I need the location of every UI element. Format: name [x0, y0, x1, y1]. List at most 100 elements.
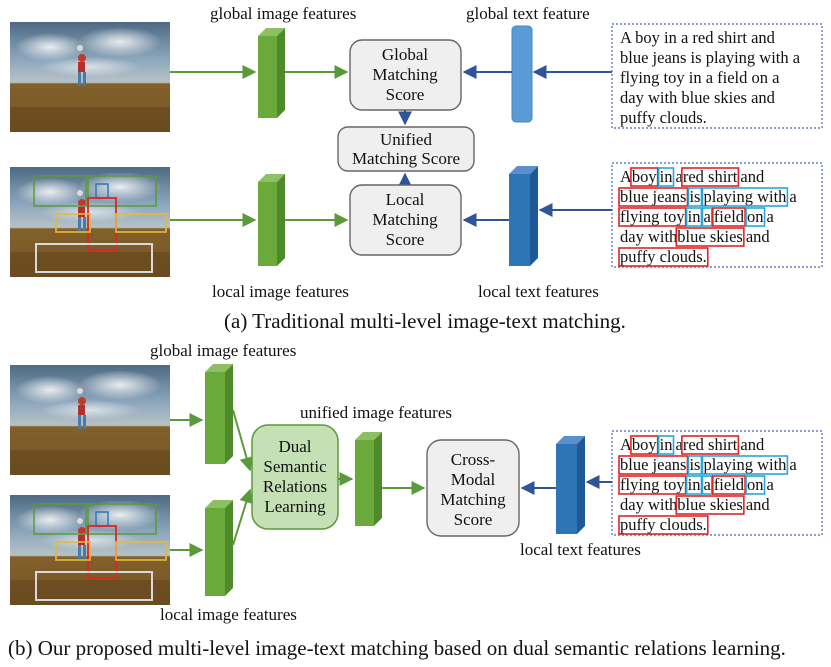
global-photo-a [10, 22, 170, 132]
caption-b-segment: and [740, 435, 765, 454]
cross-score-line-3: Matching [440, 490, 506, 509]
relation-highlight-box [745, 475, 766, 495]
entity-highlight-box [711, 207, 746, 227]
caption-a-segment: in [688, 207, 701, 226]
caption-a: (a) Traditional multi-level image-text m… [224, 309, 626, 333]
relation-highlight-box [701, 207, 713, 227]
caption-a-segment: is [689, 187, 700, 206]
relation-highlight-box [685, 207, 703, 227]
label-local-text-features-b: local text features [520, 540, 641, 559]
caption-a-segment: a [676, 167, 684, 186]
entity-highlight-box [675, 227, 745, 247]
global-matching-score-box: Global Matching Score [349, 39, 462, 111]
entity-highlight-box [711, 475, 746, 495]
label-global-image-features-a: global image features [210, 4, 356, 23]
cross-score-line-2: Modal [451, 470, 496, 489]
caption-b-segment: puffy clouds. [620, 515, 707, 534]
local-text-feature-block-b [556, 436, 585, 534]
dsrl-line-1: Dual [278, 437, 311, 456]
caption-a-segment: blue skies [677, 227, 743, 246]
label-local-image-features-b: local image features [160, 605, 297, 624]
caption-b-segment: a [676, 435, 684, 454]
caption-a-segment: and [740, 167, 765, 186]
global-photo-b [10, 365, 170, 475]
caption-b-segment: playing with [703, 455, 787, 474]
caption-b: (b) Our proposed multi-level image-text … [8, 636, 786, 660]
caption-a-segment: puffy clouds. [620, 247, 707, 266]
entity-highlight-box [618, 515, 709, 535]
label-local-text-features-a: local text features [478, 282, 599, 301]
relation-highlight-box [701, 187, 789, 207]
unified-image-feature-block [355, 432, 382, 526]
global-caption-line-2: blue jeans is playing with a [620, 48, 801, 67]
caption-b-segment: a [789, 455, 797, 474]
local-matching-score-box: Local Matching Score [349, 184, 462, 256]
dsrl-line-3: Relations [263, 477, 327, 496]
caption-a-segment: boy [632, 167, 658, 186]
caption-a-segment: flying toy [620, 207, 685, 226]
local-image-feature-block-a [258, 174, 285, 266]
dual-semantic-relations-learning-box: Dual Semantic Relations Learning [251, 424, 339, 530]
unified-matching-score-box: Unified Matching Score [337, 126, 475, 172]
label-global-text-feature: global text feature [466, 4, 590, 23]
local-image-feature-block-b [205, 500, 233, 596]
caption-b-segment: A [620, 435, 632, 454]
global-caption-line-5: puffy clouds. [620, 108, 707, 127]
caption-a-segment: a [703, 207, 711, 226]
global-score-line-1: Global [382, 45, 429, 64]
caption-a-segment: blue jeans [620, 187, 686, 206]
label-unified-image-features: unified image features [300, 403, 452, 422]
caption-b-segment: in [688, 475, 701, 494]
caption-b-segment: boy [632, 435, 658, 454]
relation-highlight-box [701, 475, 713, 495]
local-score-line-2: Matching [372, 210, 438, 229]
section-a: global image features global text featur… [10, 4, 823, 333]
local-text-feature-block-a [509, 166, 538, 266]
caption-a-segment: A [620, 167, 632, 186]
caption-b-segment: blue skies [677, 495, 743, 514]
entity-highlight-box [675, 495, 745, 515]
arrow-global-to-dsrl [232, 409, 254, 472]
unified-score-line-2: Matching Score [352, 149, 460, 168]
cross-score-line-4: Score [454, 510, 493, 529]
caption-a-segment: day with [620, 227, 678, 246]
caption-b-segment: flying toy [620, 475, 685, 494]
local-region-boxes-b [33, 503, 167, 601]
caption-a-segment: red shirt [683, 167, 738, 186]
label-global-image-features-b: global image features [150, 341, 296, 360]
caption-a-segment: playing with [703, 187, 787, 206]
global-caption-line-3: flying toy in a field on a [620, 68, 780, 87]
global-score-line-2: Matching [372, 65, 438, 84]
local-score-line-1: Local [386, 190, 425, 209]
global-caption-line-4: day with blue skies and [620, 88, 776, 107]
entity-highlight-box [618, 475, 687, 495]
arrow-local-to-dsrl [232, 488, 253, 546]
caption-a-segment: on [747, 207, 764, 226]
dsrl-line-2: Semantic [263, 457, 327, 476]
local-region-boxes-a [33, 175, 167, 273]
dsrl-line-4: Learning [264, 497, 326, 516]
relation-highlight-box [687, 455, 703, 475]
global-image-feature-block-a [258, 28, 285, 118]
cross-modal-matching-score-box: Cross- Modal Matching Score [426, 439, 520, 537]
caption-b-segment: a [703, 475, 711, 494]
relation-highlight-box [745, 207, 766, 227]
caption-b-segment: blue jeans [620, 455, 686, 474]
caption-a-segment: and [746, 227, 771, 246]
caption-b-segment: red shirt [683, 435, 738, 454]
entity-highlight-box [618, 247, 709, 267]
entity-highlight-box [618, 187, 689, 207]
entity-highlight-box [618, 207, 687, 227]
cross-score-line-1: Cross- [451, 450, 496, 469]
caption-b-segment: day with [620, 495, 678, 514]
relation-highlight-box [685, 475, 703, 495]
entity-highlight-box [630, 435, 659, 455]
local-score-line-3: Score [386, 230, 425, 249]
relation-highlight-box [657, 167, 675, 187]
relation-highlight-box [701, 455, 789, 475]
